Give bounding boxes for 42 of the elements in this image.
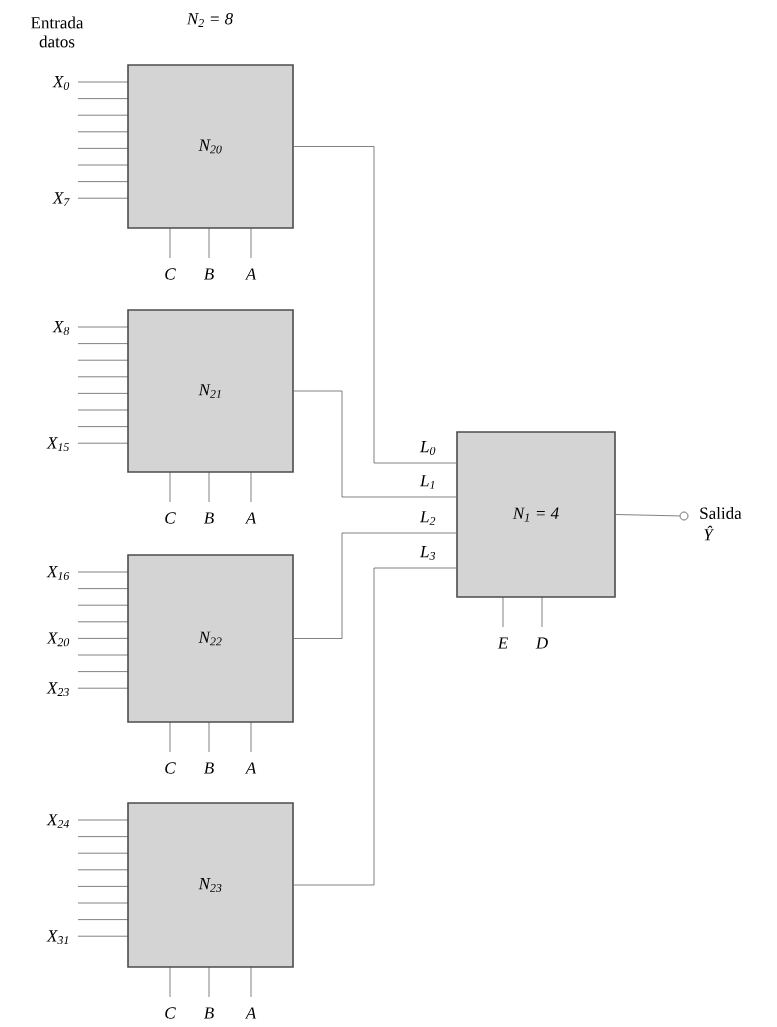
mux-box: N$_{21}$: [127, 309, 294, 473]
signal-label: X$_{8}$: [52, 321, 70, 335]
edge-label: L$_{3}$: [419, 545, 437, 561]
signal-label: A: [244, 762, 257, 774]
signal-label: X$_{7}$: [52, 192, 70, 207]
signal-label: B: [203, 1007, 214, 1019]
signal-label: X$_{15}$: [46, 437, 69, 452]
signal-label: C: [165, 512, 176, 524]
signal-label: A: [244, 268, 257, 280]
wire: [293, 390, 457, 498]
signal-label: D: [535, 637, 548, 649]
signal-label: Ŷ: [704, 525, 715, 541]
signal-label: B: [203, 512, 214, 524]
mux-box: N$_{23}$: [127, 802, 294, 968]
signal-label: A: [244, 1007, 257, 1019]
signal-label: C: [165, 762, 176, 774]
signal-label: C: [165, 1007, 176, 1019]
heading-label: Entrada datos: [31, 16, 84, 48]
wire: [293, 146, 457, 464]
output-label: Salida: [700, 507, 742, 519]
mux-box: N$_{20}$: [127, 64, 294, 229]
heading-label: N$_{2}$ = 8: [186, 13, 233, 27]
wire: [293, 567, 457, 886]
signal-label: E: [497, 637, 508, 649]
edge-label: L$_{0}$: [419, 440, 437, 456]
mux-box: N$_{22}$: [127, 554, 294, 723]
signal-label: X$_{23}$: [46, 682, 69, 697]
signal-label: X$_{16}$: [46, 566, 70, 580]
edge-label: L$_{2}$: [419, 510, 437, 526]
wire: [293, 532, 457, 639]
output-terminal: [679, 511, 689, 521]
edge-label: L$_{1}$: [419, 474, 437, 490]
signal-label: C: [165, 268, 176, 280]
signal-label: X$_{0}$: [52, 76, 70, 90]
signal-label: X$_{31}$: [46, 930, 68, 945]
signal-label: X$_{24}$: [46, 814, 70, 828]
signal-label: X$_{20}$: [46, 632, 70, 647]
signal-label: B: [203, 268, 214, 280]
wire: [615, 514, 680, 517]
signal-label: B: [203, 762, 214, 774]
signal-label: A: [244, 512, 257, 524]
mux-box: N$_{1}$ = 4: [456, 431, 616, 598]
